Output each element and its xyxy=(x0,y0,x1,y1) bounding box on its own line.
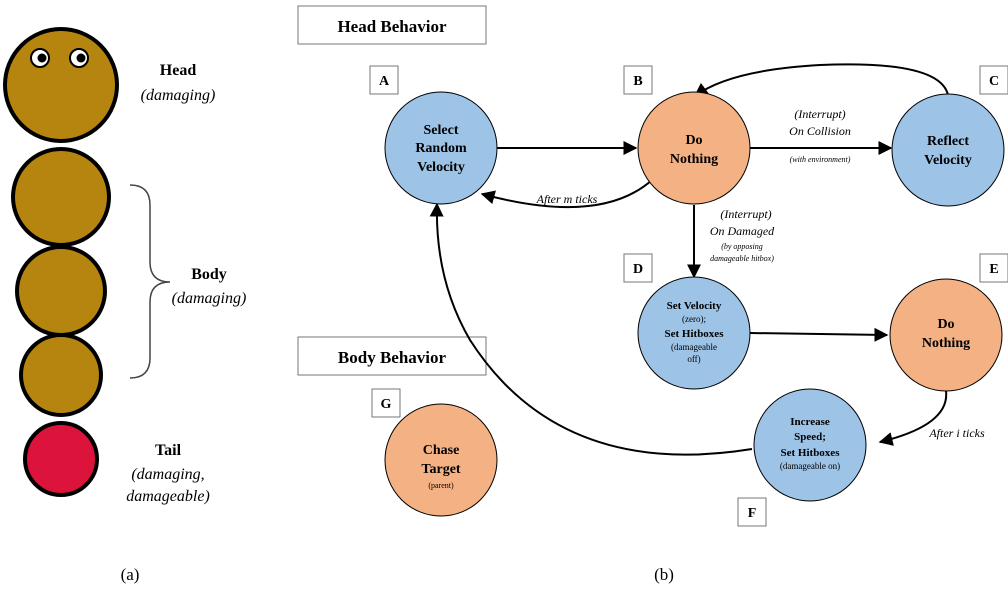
state-g-letter: G xyxy=(381,397,392,412)
body-note: (damaging) xyxy=(172,290,247,307)
after-i-label: After i ticks xyxy=(928,426,985,440)
state-a-letter: A xyxy=(379,74,390,89)
state-a-line3: Velocity xyxy=(417,160,465,175)
body-brace xyxy=(129,184,171,379)
pupil-right xyxy=(76,53,86,63)
collision-label-3: (with environment) xyxy=(790,155,851,164)
edge-c-to-b xyxy=(693,63,949,97)
state-a-tag xyxy=(369,65,399,95)
head-note: (damaging) xyxy=(141,87,216,104)
state-b-node xyxy=(637,91,751,205)
collision-label-1: (Interrupt) xyxy=(794,107,845,121)
state-f-line1: Increase xyxy=(790,416,830,428)
state-f-line2: Speed; xyxy=(794,431,826,443)
state-f-letter: F xyxy=(748,506,757,521)
tail-note-line1: (damaging, xyxy=(131,466,204,483)
body-segment xyxy=(15,245,107,337)
body-segment xyxy=(19,333,103,417)
state-d-node xyxy=(637,276,751,390)
damaged-label-3: (by opposing xyxy=(721,242,763,251)
body-label: Body xyxy=(191,266,227,283)
state-b-tag xyxy=(623,65,653,95)
state-d-line4: (damageable xyxy=(671,342,717,352)
state-d-line5: off) xyxy=(687,354,700,364)
damaged-label-4: damageable hitbox) xyxy=(710,254,774,263)
state-a-line1: Select xyxy=(424,123,459,138)
state-d-line1: Set Velocity xyxy=(667,300,722,312)
state-g-line3: (parent) xyxy=(428,481,454,490)
state-b-line2: Nothing xyxy=(670,152,718,167)
state-f-tag xyxy=(737,497,767,527)
tail-segment xyxy=(23,421,99,497)
state-c-line2: Velocity xyxy=(924,153,972,168)
state-b-letter: B xyxy=(633,74,642,89)
tail-label: Tail xyxy=(155,442,182,459)
state-g-line2: Target xyxy=(421,462,460,477)
state-e-node xyxy=(889,278,1003,392)
body-behavior-box xyxy=(297,336,487,376)
state-a-node xyxy=(384,91,498,205)
head-segment xyxy=(3,27,119,143)
head-behavior-box xyxy=(297,5,487,45)
state-g-tag xyxy=(371,388,401,418)
state-e-line2: Nothing xyxy=(922,336,970,351)
head-label: Head xyxy=(160,62,197,79)
state-c-node xyxy=(891,93,1005,207)
after-m-label: After m ticks xyxy=(536,192,598,206)
damaged-label-2: On Damaged xyxy=(710,224,775,238)
state-c-tag xyxy=(979,65,1008,95)
panel-a: Head (damaging) Body (damaging) Tail (da… xyxy=(3,27,247,584)
state-f-line3: Set Hitboxes xyxy=(781,447,841,459)
edge-e-to-f xyxy=(878,390,948,446)
tail-note-line2: damageable) xyxy=(126,488,210,505)
state-e-letter: E xyxy=(989,262,998,277)
panel-b: Head Behavior Body Behavior After m tick… xyxy=(297,5,1008,584)
edge-f-to-a xyxy=(429,202,753,456)
state-c-letter: C xyxy=(989,74,999,89)
head-behavior-title: Head Behavior xyxy=(337,17,447,36)
state-c-line1: Reflect xyxy=(927,134,969,149)
body-segment xyxy=(11,147,111,247)
state-e-tag xyxy=(979,253,1008,283)
caption-a: (a) xyxy=(121,565,140,584)
state-b-line1: Do xyxy=(685,133,702,148)
state-f-node xyxy=(753,388,867,502)
body-behavior-title: Body Behavior xyxy=(338,348,447,367)
state-g-node xyxy=(384,403,498,517)
pupil-left xyxy=(37,53,47,63)
caption-b: (b) xyxy=(654,565,674,584)
state-d-letter: D xyxy=(633,262,643,277)
edge-b-to-a xyxy=(480,179,653,209)
state-g-line1: Chase xyxy=(423,443,460,458)
state-f-line4: (damageable on) xyxy=(780,461,840,471)
state-d-line3: Set Hitboxes xyxy=(665,328,725,340)
edge-d-to-e xyxy=(749,327,889,342)
state-d-tag xyxy=(623,253,653,283)
collision-label-2: On Collision xyxy=(789,124,851,138)
state-e-line1: Do xyxy=(937,317,954,332)
damaged-label-1: (Interrupt) xyxy=(720,207,771,221)
state-a-line2: Random xyxy=(415,141,467,156)
state-d-line2: (zero); xyxy=(682,314,706,324)
